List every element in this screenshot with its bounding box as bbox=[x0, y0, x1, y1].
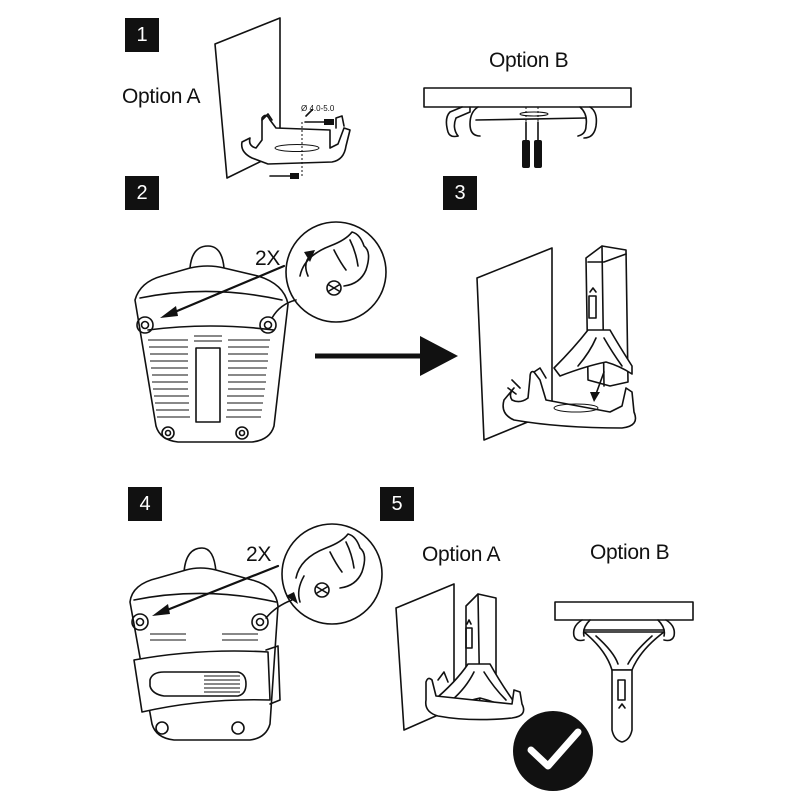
option-b-label-step-5: Option B bbox=[590, 541, 670, 564]
step-number-1: 1 bbox=[125, 18, 159, 52]
option-a-label-step-5: Option A bbox=[422, 543, 501, 566]
count-label-step-2: 2X bbox=[255, 247, 281, 270]
option-b-label-step-1: Option B bbox=[489, 49, 569, 72]
step-number-5: 5 bbox=[380, 487, 414, 521]
step-number-3: 3 bbox=[443, 176, 477, 210]
count-label-step-4: 2X bbox=[246, 543, 272, 566]
screw-diameter-label: Ø 4.0-5.0 bbox=[301, 104, 335, 113]
option-a-label-step-1: Option A bbox=[122, 85, 201, 108]
step-number-2: 2 bbox=[125, 176, 159, 210]
step-number-4: 4 bbox=[128, 487, 162, 521]
